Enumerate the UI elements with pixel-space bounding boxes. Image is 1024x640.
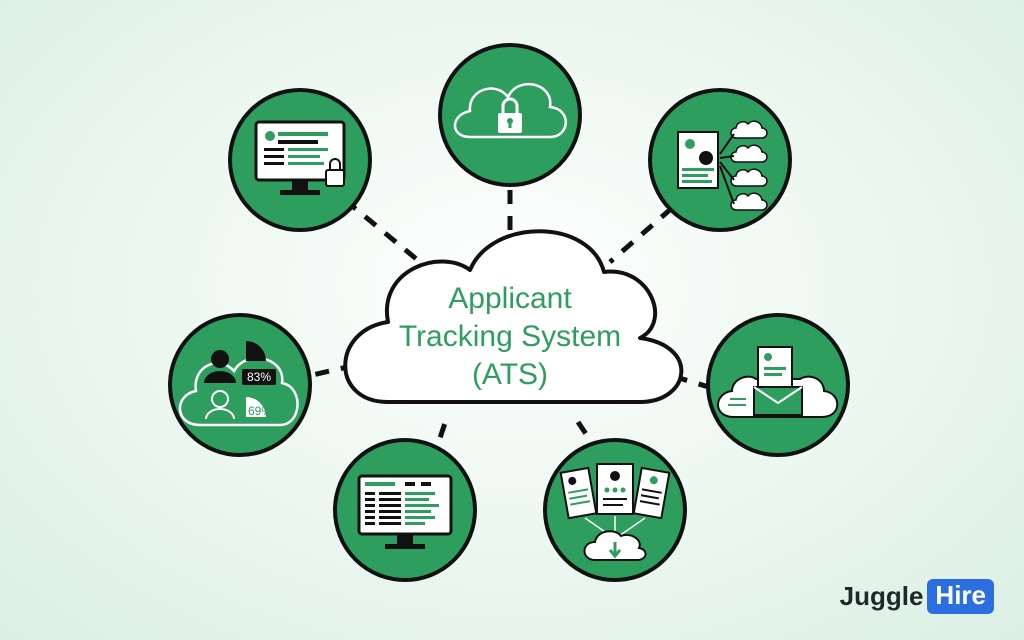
node-email-inbox (706, 313, 850, 457)
center-title-line-3: (ATS) (472, 358, 548, 391)
match-percentage-2: 69% (248, 404, 272, 418)
connector-secure-desktop (343, 198, 422, 264)
logo-text-hire: Hire (927, 579, 994, 614)
center-title-line-2: Tracking System (399, 320, 621, 353)
node-applicant-list (333, 438, 477, 582)
connector-resume-cloud-sync (608, 206, 674, 264)
cloud-lock-icon (453, 82, 567, 139)
central-cloud: Applicant Tracking System (ATS) (343, 229, 684, 404)
resumes-download-icon (559, 463, 671, 561)
node-resume-cloud-sync (648, 88, 792, 232)
juggle-hire-logo: Juggle Hire (840, 579, 994, 614)
monitor-lock-icon (254, 120, 346, 195)
connector-email-inbox (665, 371, 713, 391)
node-candidate-match: 83% 69% (168, 313, 312, 457)
document-cloud-sync-icon (677, 120, 768, 211)
node-secure-desktop (228, 88, 372, 232)
match-percentage-1: 83% (247, 370, 271, 384)
node-resume-download (543, 438, 687, 582)
candidate-match-icon: 83% 69% (178, 341, 299, 427)
cloud-email-icon (717, 346, 839, 418)
logo-text-juggle: Juggle (839, 581, 924, 611)
monitor-list-icon (357, 474, 453, 549)
node-cloud-security (438, 43, 582, 187)
center-title-line-1: Applicant (448, 282, 572, 315)
